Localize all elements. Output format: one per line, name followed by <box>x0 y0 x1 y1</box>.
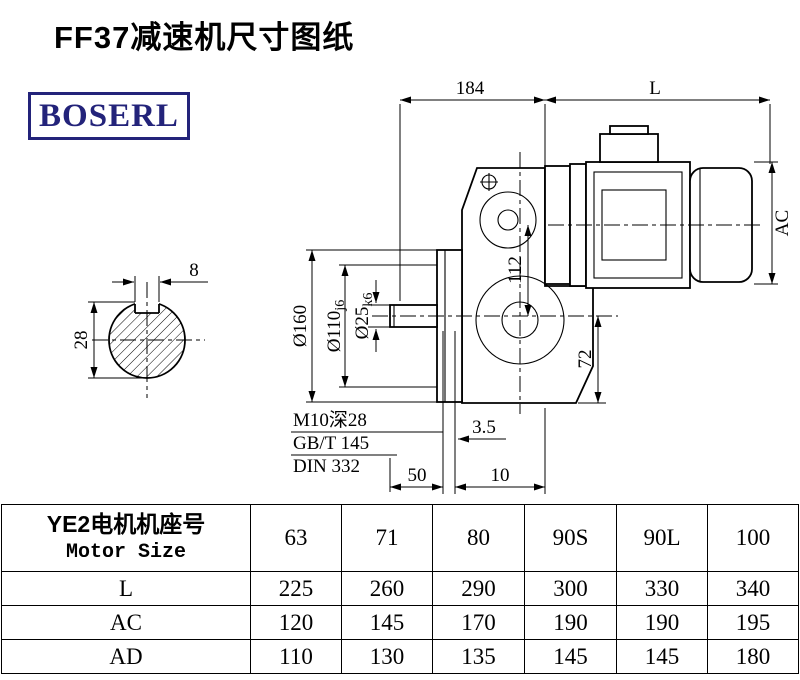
row-label-AD: AD <box>1 639 251 674</box>
header-motor-size: YE2电机机座号 Motor Size <box>1 504 251 572</box>
table-row-AC: AC 120 145 170 190 190 195 <box>1 605 799 640</box>
cell-L-100: 340 <box>707 571 799 606</box>
col-header-90S: 90S <box>524 504 617 572</box>
cell-L-63: 225 <box>250 571 342 606</box>
col-header-63: 63 <box>250 504 342 572</box>
output-flange <box>436 249 463 403</box>
note-gb-standard: GB/T 145 <box>293 433 369 454</box>
dim-50-label: 50 <box>408 465 427 486</box>
boserl-logo: BOSERL <box>28 92 190 140</box>
dimension-labels: 184 L AC Ø160 Ø110j6 Ø25k6 112 72 28 8 M… <box>71 78 793 486</box>
centerlines <box>92 152 764 414</box>
dia-160-label: Ø160 <box>290 305 311 347</box>
dim-L-label: L <box>649 78 661 99</box>
dim-112-label: 112 <box>505 256 526 284</box>
cell-AD-100: 180 <box>707 639 799 674</box>
dim-AC-label: AC <box>772 210 793 236</box>
cell-AC-63: 120 <box>250 605 342 640</box>
cell-AC-90L: 190 <box>616 605 708 640</box>
header-motor-size-en: Motor Size <box>65 541 187 564</box>
gearbox-assembly-outline <box>389 125 753 404</box>
terminal-box-lid <box>609 125 649 135</box>
cell-AC-100: 195 <box>707 605 799 640</box>
dia-110-label: Ø110j6 <box>324 300 348 352</box>
terminal-box <box>599 133 659 163</box>
row-label-AC: AC <box>1 605 251 640</box>
dia-110-main: Ø110 <box>324 311 345 353</box>
page-title: FF37减速机尺寸图纸 <box>54 20 355 55</box>
motor-size-table: YE2电机机座号 Motor Size 63 71 80 90S 90L 100… <box>1 504 799 674</box>
dimension-lines <box>88 96 778 494</box>
dim-184-label: 184 <box>456 78 485 99</box>
table-row-AD: AD 110 130 135 145 145 180 <box>1 639 799 674</box>
dim-72-label: 72 <box>575 350 596 369</box>
note-din-standard: DIN 332 <box>293 456 360 477</box>
dim-10-label: 10 <box>491 465 510 486</box>
cell-AD-90S: 145 <box>524 639 617 674</box>
logo-text: BOSERL <box>39 97 179 134</box>
dim-8-label: 8 <box>189 260 199 281</box>
dia-25-label: Ø25k6 <box>352 293 376 340</box>
col-header-71: 71 <box>341 504 433 572</box>
row-label-L: L <box>1 571 251 606</box>
table-row-L: L 225 260 290 300 330 340 <box>1 571 799 606</box>
dimension-drawing: 184 L AC Ø160 Ø110j6 Ø25k6 112 72 28 8 M… <box>71 78 793 494</box>
dia-25-tol: k6 <box>361 293 376 307</box>
dim-3-5-label: 3.5 <box>472 417 496 438</box>
dia-25-main: Ø25 <box>352 307 373 340</box>
cell-AD-90L: 145 <box>616 639 708 674</box>
dim-28-label: 28 <box>71 331 92 350</box>
cell-AD-63: 110 <box>250 639 342 674</box>
gear-bore-small <box>479 191 537 249</box>
table-header-row: YE2电机机座号 Motor Size 63 71 80 90S 90L 100 <box>1 504 799 572</box>
cell-AC-90S: 190 <box>524 605 617 640</box>
cell-L-90L: 330 <box>616 571 708 606</box>
cell-AC-71: 145 <box>341 605 433 640</box>
cell-AD-80: 135 <box>432 639 525 674</box>
cell-AD-71: 130 <box>341 639 433 674</box>
header-motor-size-zh: YE2电机机座号 <box>46 511 206 537</box>
col-header-90L: 90L <box>616 504 708 572</box>
col-header-100: 100 <box>707 504 799 572</box>
cell-L-71: 260 <box>341 571 433 606</box>
dia-110-tol: j6 <box>333 300 348 312</box>
col-header-80: 80 <box>432 504 525 572</box>
note-tap-hole: M10深28 <box>293 409 367 431</box>
cell-L-80: 290 <box>432 571 525 606</box>
cell-L-90S: 300 <box>524 571 617 606</box>
cell-AC-80: 170 <box>432 605 525 640</box>
